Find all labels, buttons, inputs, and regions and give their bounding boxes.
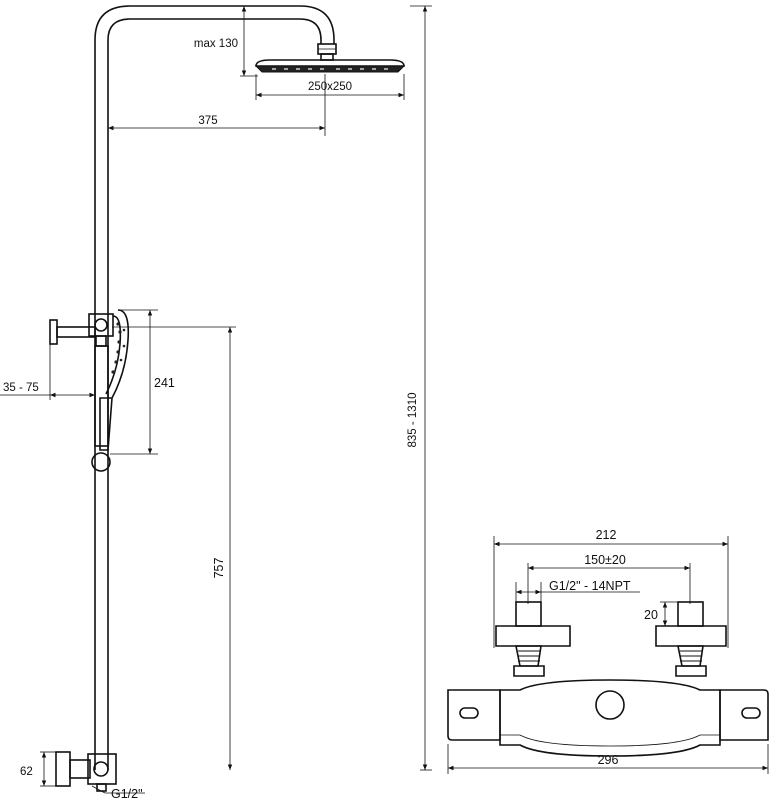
dimension-slider-height: 757 [112,326,236,770]
label-connection-depth: 62 [20,766,33,778]
hand-shower-holder [49,313,114,472]
label-arm-length: 375 [198,115,217,127]
dimension-total-height: 835 - 1310 [407,5,432,771]
dimension-mixer-thread: G1/2" - 14NPT [515,579,640,604]
label-mixer-outer: 212 [596,528,617,542]
shower-column [94,5,335,770]
label-inlet-depth: 20 [644,608,658,622]
dimension-mixer-outer: 212 [493,528,729,648]
hand-shower [99,309,130,451]
dimension-mixer-spacing: 150±20 [527,553,691,604]
label-connection-thread-group: G1/2" [91,785,145,800]
dimension-arm-length: 375 [108,74,326,136]
dimension-wall-offset: 35 - 75 [0,344,96,400]
dimension-connection-depth: 62 [20,751,56,787]
label-hand-shower: 241 [154,376,175,390]
dimension-max-head-drop: max 130 [194,5,258,77]
label-wall-offset: 35 - 75 [3,382,39,394]
label-connection-thread: G1/2" [111,787,143,800]
head-shower [254,43,406,73]
dimension-mixer-width: 296 [447,744,769,774]
label-mixer-width: 296 [598,753,619,767]
wall-connection [55,751,117,792]
label-mixer-thread: G1/2" - 14NPT [549,579,631,593]
dimension-inlet-depth: 20 [644,601,678,627]
thermostatic-mixer [447,601,769,757]
label-slider-height: 757 [212,558,226,579]
label-mixer-spacing: 150±20 [584,553,626,567]
dimension-head-size: 250x250 [255,74,405,100]
label-head-size: 250x250 [308,81,352,93]
dimension-hand-shower: 241 [110,309,175,455]
label-total-height: 835 - 1310 [407,393,419,448]
label-max-head-drop: max 130 [194,38,238,50]
